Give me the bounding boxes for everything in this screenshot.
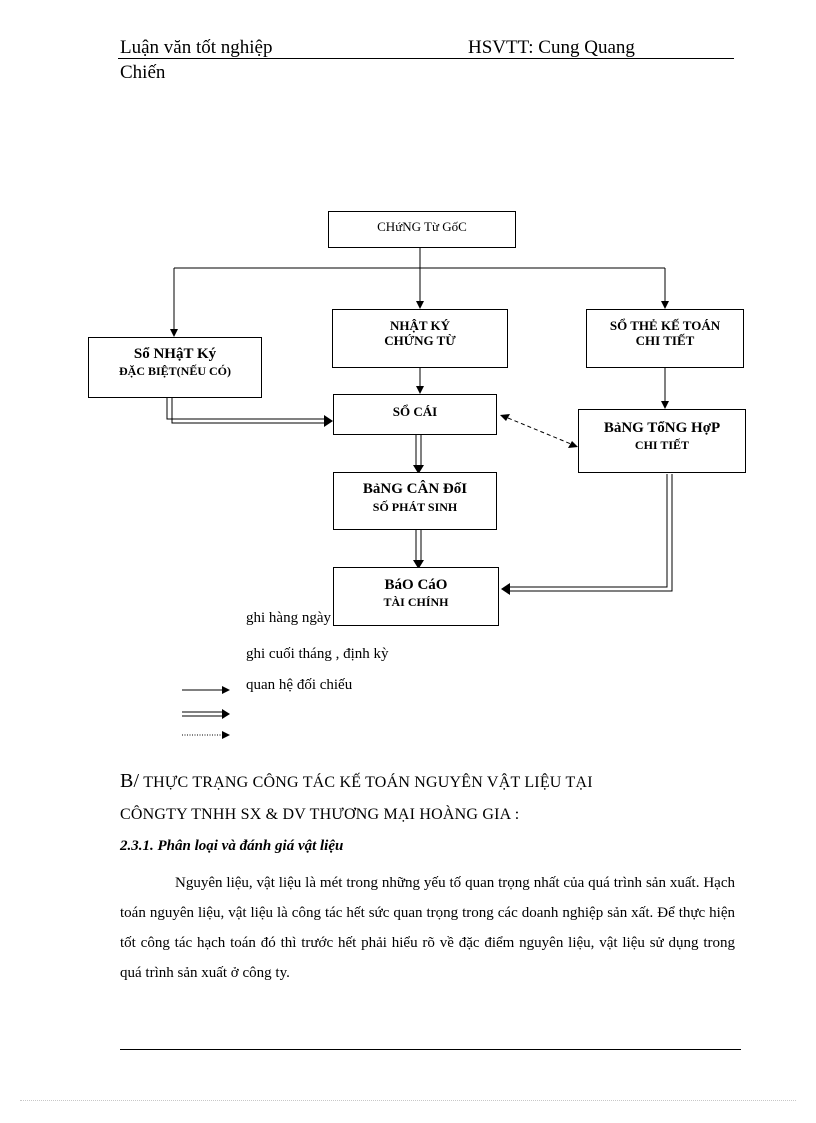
section-heading-line1: B/ THỰC TRẠNG CÔNG TÁC KẾ TOÁN NGUYÊN VẬ… <box>120 770 593 793</box>
legend-arrow-dotted <box>182 731 230 739</box>
legend-text-reconcile: quan hệ đối chiếu <box>246 677 353 693</box>
subsection-heading: 2.3.1. Phân loại và đánh giá vật liệu <box>120 838 344 854</box>
page-bottom-dotted-edge <box>20 1100 796 1101</box>
box-chung-tu-goc: CHứNG Từ GốC <box>328 211 516 248</box>
box-bang-tong-hop: BảNG TổNG HợP CHI TIẾT <box>578 409 746 473</box>
legend-arrow-double <box>182 709 230 719</box>
legend-text-daily: ghi hàng ngày <box>246 610 331 626</box>
legend-arrows <box>182 686 230 739</box>
box-so-nhat-ky-dac-biet: Sổ NHậT Ký ĐẶC BIỆT(NẾU CÓ) <box>88 337 262 398</box>
box-bang-can-doi: BảNG CÂN ĐốI SỐ PHÁT SINH <box>333 472 497 530</box>
flowchart-connectors <box>166 247 673 595</box>
header-author-continuation: Chiến <box>120 62 166 83</box>
section-heading-letter: B/ <box>120 770 140 792</box>
legend-text-periodic: ghi cuối tháng , định kỳ <box>246 646 389 662</box>
box-nhat-ky-chung-tu: NHẬT KÝ CHỨNG TỪ <box>332 309 508 368</box>
box-so-cai: SỔ CÁI <box>333 394 497 435</box>
box-so-the-ke-toan: SỔ THẺ KẾ TOÁN CHI TIẾT <box>586 309 744 368</box>
section-heading-text: THỰC TRẠNG CÔNG TÁC KẾ TOÁN NGUYÊN VẬT L… <box>139 774 593 791</box>
header-rule <box>118 58 734 59</box>
header-left-title: Luận văn tốt nghiệp <box>120 37 273 58</box>
section-heading-line2: CÔNGTY TNHH SX & DV THƯƠNG MẠI HOÀNG GIA… <box>120 806 520 823</box>
header-right-author: HSVTT: Cung Quang <box>468 37 635 58</box>
footer-rule <box>120 1049 741 1050</box>
box-bao-cao-tai-chinh: BáO CáO TÀI CHÍNH <box>333 567 499 626</box>
body-paragraph: Nguyên liệu, vật liệu là mét trong những… <box>120 875 735 981</box>
legend-arrow-single <box>182 686 230 694</box>
